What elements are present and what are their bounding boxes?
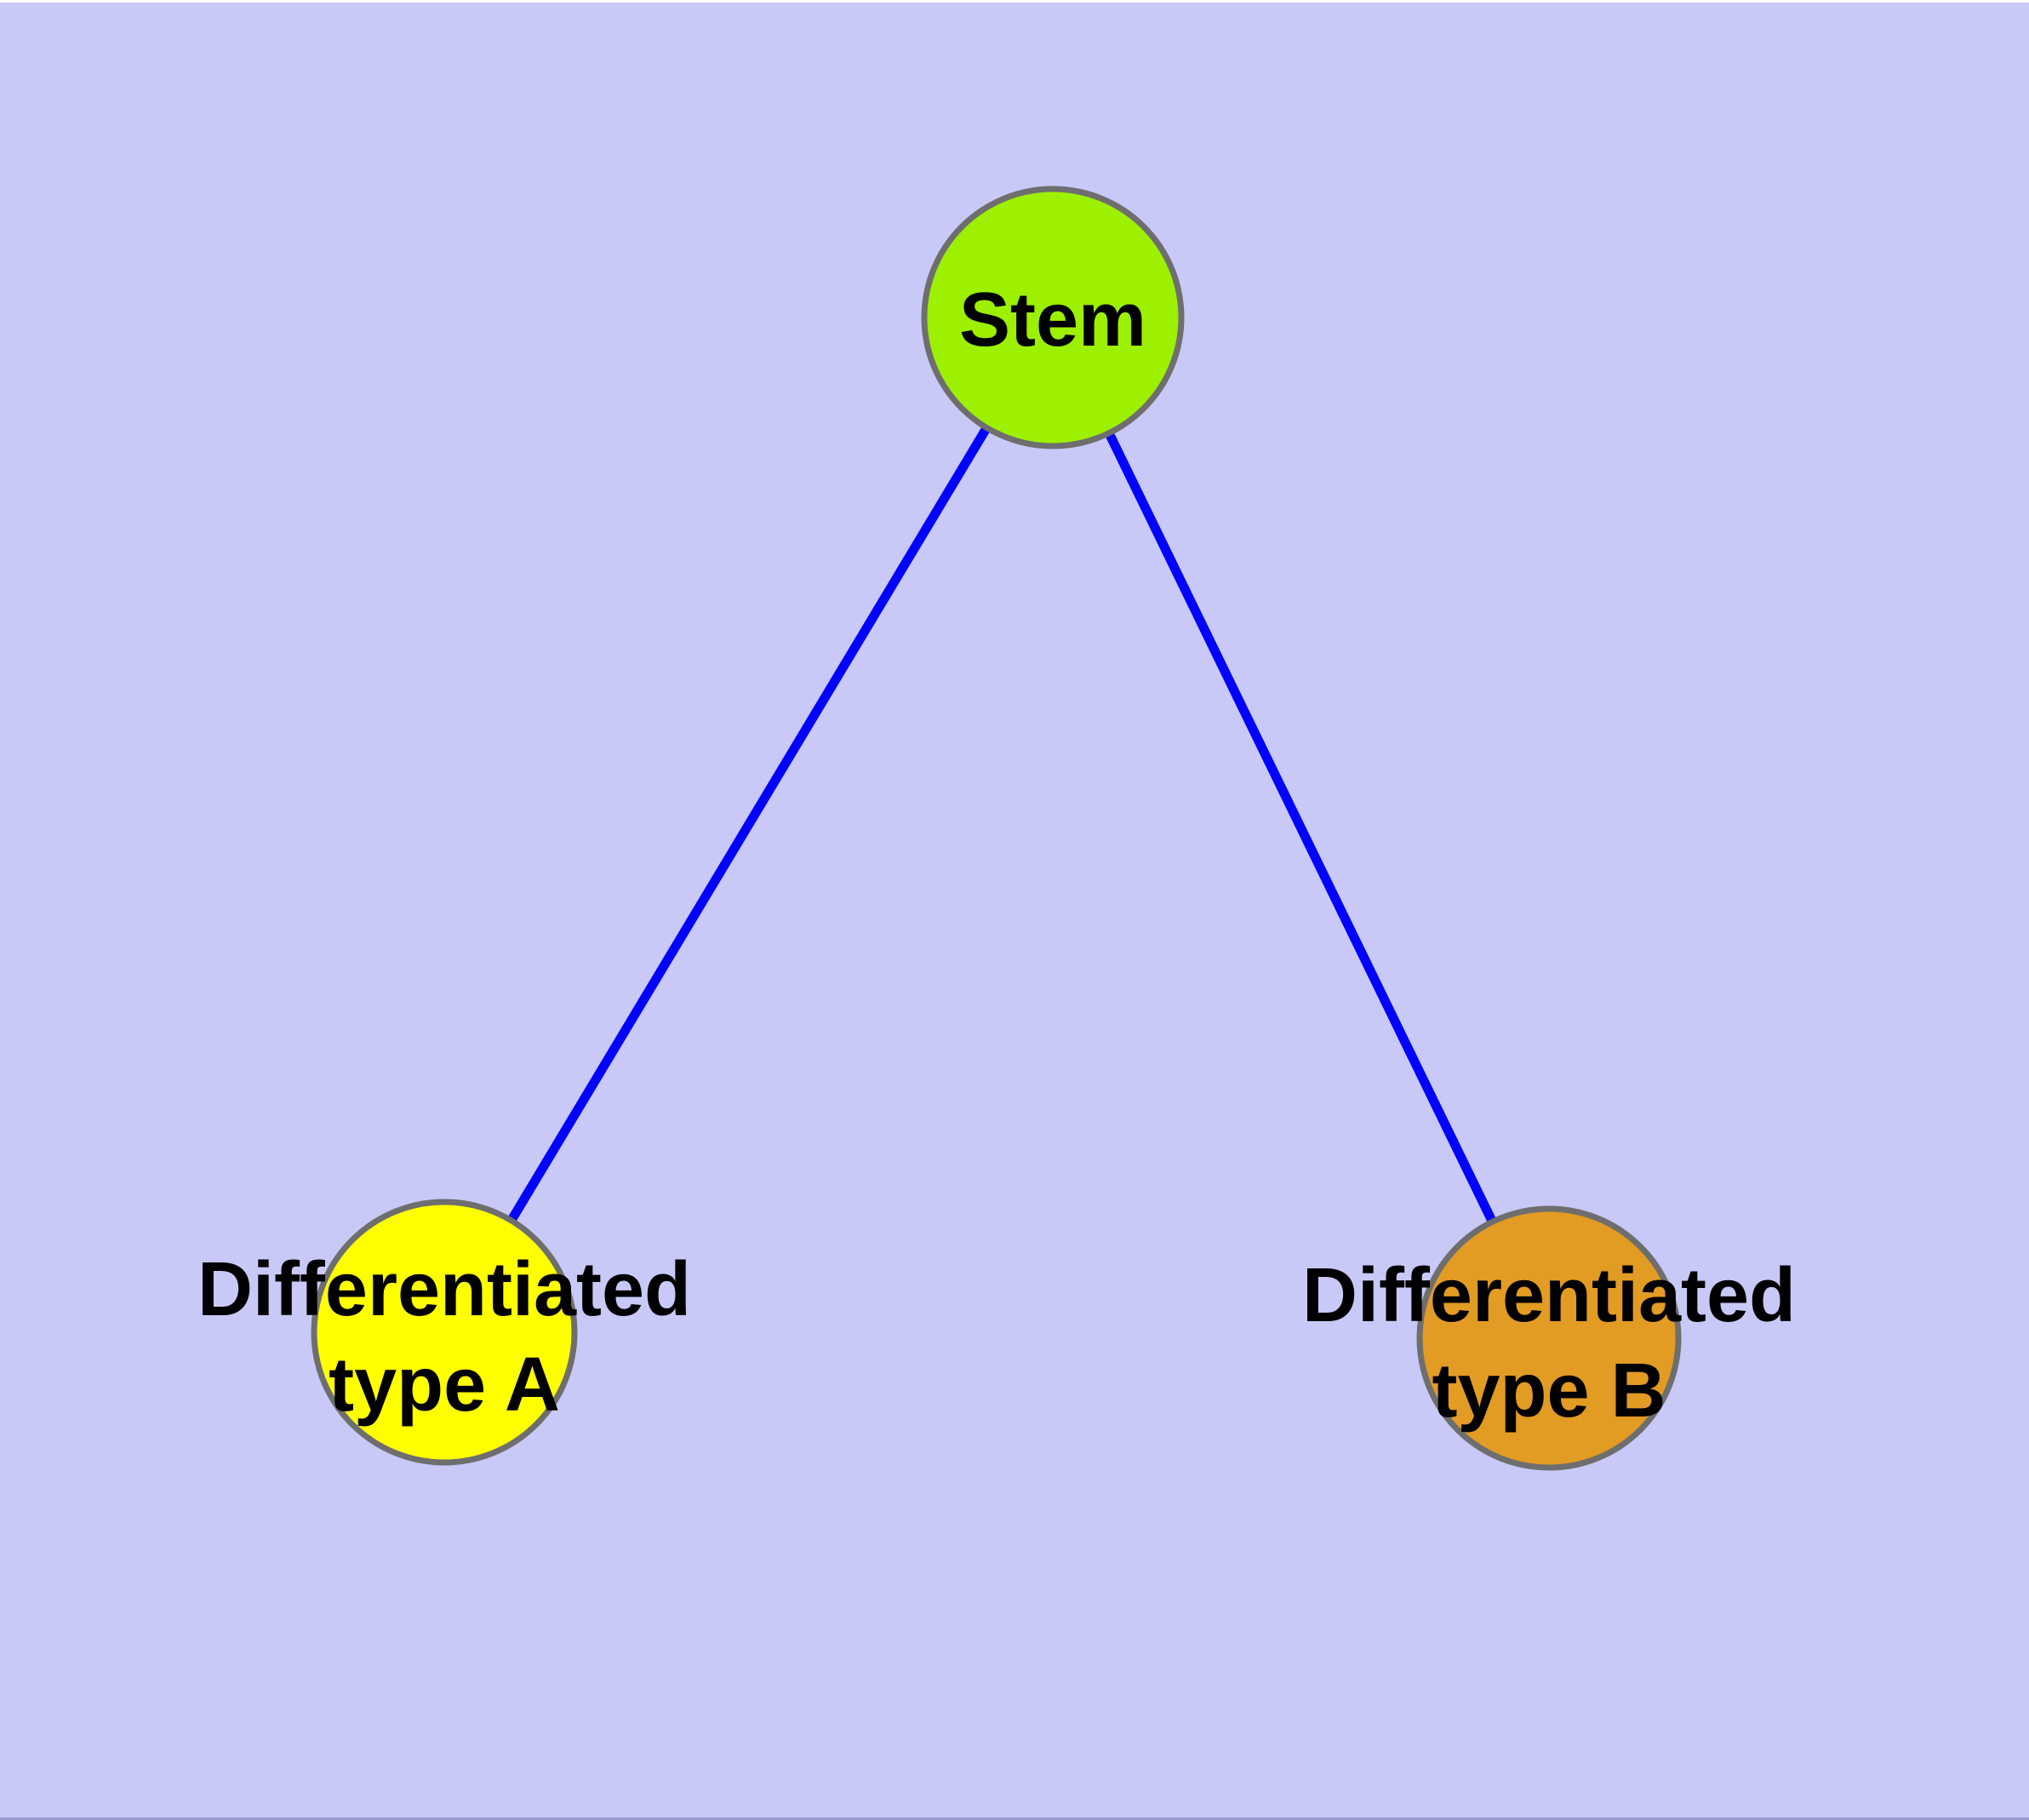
node-differentiated-type-a-label-line2: type A [329, 1342, 560, 1428]
top-margin-strip [0, 0, 2029, 3]
node-differentiated-type-b-label-line2: type B [1432, 1348, 1666, 1434]
node-stem-circle [921, 186, 1185, 449]
edge-stem-to-differentiated-type-a [440, 315, 1057, 1335]
bottom-edge-strip [0, 1817, 2029, 1820]
node-stem-label: Stem [959, 278, 1146, 363]
node-differentiated-type-a-label-line1: Differentiated [197, 1247, 691, 1332]
edge-stem-to-differentiated-type-b [1049, 315, 1553, 1341]
node-differentiated-type-b-label-line1: Differentiated [1302, 1253, 1796, 1338]
node-differentiated-type-a: Differentiated type A [197, 1199, 691, 1466]
node-stem: Stem [921, 186, 1185, 449]
node-differentiated-type-a-circle [311, 1199, 578, 1466]
node-differentiated-type-b: Differentiated type B [1302, 1205, 1796, 1471]
node-differentiated-type-b-circle [1416, 1205, 1682, 1471]
